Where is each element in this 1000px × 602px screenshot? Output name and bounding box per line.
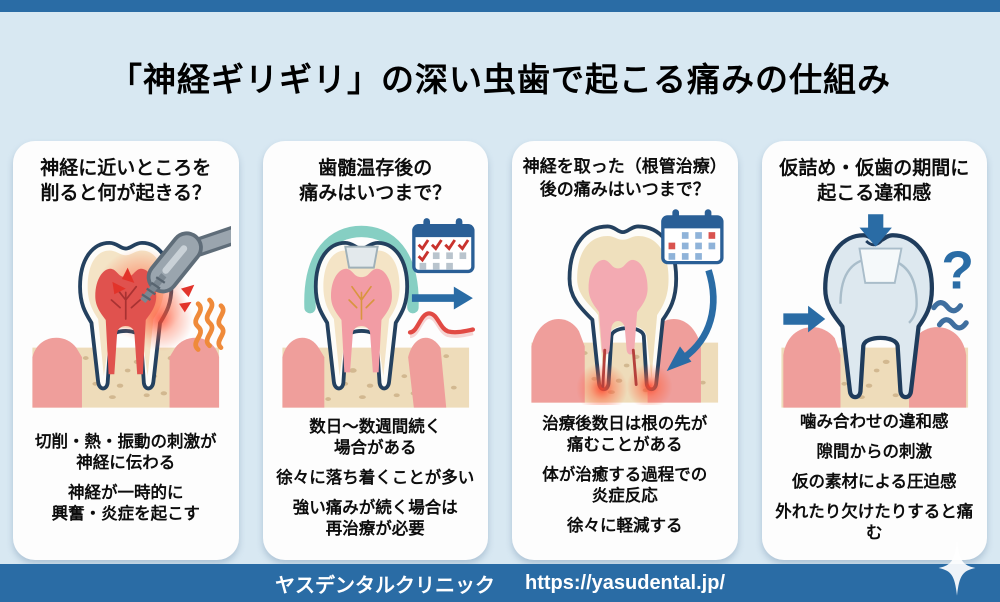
panel3-notes: 治療後数日は根の先が 痛むことがある 体が治癒する過程での 炎症反応 徐々に軽減… xyxy=(520,405,730,550)
pressure-arrow-icon xyxy=(782,214,892,333)
note: 神経が一時的に 興奮・炎症を起こす xyxy=(51,483,200,523)
gum-left xyxy=(531,319,585,403)
panel4-illustration: ? xyxy=(780,214,974,408)
panel2-notes: 数日〜数週間続く 場合がある 徐々に落ち着くことが多い 強い痛みが続く場合は 再… xyxy=(271,410,481,550)
panel1-illustration xyxy=(32,226,231,408)
panel-drilling-near-nerve: 神経に近いところを 削ると何が起きる？ xyxy=(13,141,239,561)
clinic-name: ヤスデンタルクリニック xyxy=(274,574,495,597)
note: 数日〜数週間続く 場合がある xyxy=(309,417,442,457)
temporary-tooth-icon xyxy=(822,233,934,400)
note: 強い痛みが続く場合は 再治療が必要 xyxy=(292,498,458,538)
tooth-root-inflammation-icon xyxy=(567,224,679,406)
page-title: 「神経ギリギリ」の深い虫歯で起こる痛みの仕組み xyxy=(109,60,891,98)
pain-spark-icon xyxy=(112,267,195,313)
gum-right xyxy=(169,338,220,408)
gum-right xyxy=(908,327,966,408)
panel4-title: 仮詰め・仮歯の期間に 起こる違和感 xyxy=(779,158,970,205)
panels: 神経に近いところを 削ると何が起きる？ xyxy=(0,141,1000,561)
gum-left xyxy=(281,338,324,408)
heat-wave-icon xyxy=(193,297,226,353)
note: 徐々に軽減する xyxy=(567,517,683,536)
panel3-title: 神経を取った（根管治療） 後の痛みはいつまで？ xyxy=(522,157,727,199)
note: 徐々に落ち着くことが多い xyxy=(276,468,475,487)
panel1-title: 神経に近いところを 削ると何が起きる？ xyxy=(40,158,212,205)
panel4-notes: 噛み合わせの違和感 隙間からの刺激 仮の素材による圧迫感 外れたり欠けたりすると… xyxy=(770,410,980,550)
note: 切削・熱・振動の刺激が 神経に伝わる xyxy=(35,432,217,472)
gum-left xyxy=(32,338,82,408)
note: 仮の素材による圧迫感 xyxy=(791,473,957,492)
footer-bar: ヤスデンタルクリニック https://yasudental.jp/ xyxy=(0,540,1000,602)
panel3-illustration xyxy=(531,209,724,406)
clinic-url: https://yasudental.jp/ xyxy=(524,571,726,594)
calendar-checked-icon xyxy=(411,218,475,274)
dental-drill-icon xyxy=(140,226,231,304)
note: 隙間からの刺激 xyxy=(816,443,933,462)
squiggle-icon xyxy=(930,300,969,331)
gum-left xyxy=(782,327,840,408)
panel1-notes: 切削・熱・振動の刺激が 神経に伝わる 神経が一時的に 興奮・炎症を起こす xyxy=(21,410,231,550)
tooth-with-filling-icon xyxy=(303,226,419,391)
gum-right xyxy=(407,338,446,408)
calendar-icon xyxy=(661,209,724,265)
arrow-right-icon xyxy=(411,287,473,310)
note: 体が治癒する過程での 炎症反応 xyxy=(542,466,708,506)
panel2-illustration xyxy=(281,218,475,408)
sparkle-icon xyxy=(938,540,976,596)
panel-after-root-canal: 神経を取った（根管治療） 後の痛みはいつまで？ xyxy=(512,141,738,561)
curved-arrow-down-icon xyxy=(666,269,717,372)
note: 噛み合わせの違和感 xyxy=(800,413,949,432)
question-mark-icon: ? xyxy=(941,242,974,301)
note: 治療後数日は根の先が 痛むことがある xyxy=(542,414,708,454)
note: 外れたり欠けたりすると痛む xyxy=(775,503,974,543)
panel-temporary-filling: 仮詰め・仮歯の期間に 起こる違和感 ? 噛み合わせの違和感 xyxy=(761,141,987,561)
panel-after-pulp-preservation: 歯髄温存後の 痛みはいつまで？ xyxy=(262,141,488,561)
pain-curve-icon xyxy=(407,311,475,339)
panel2-title: 歯髄温存後の 痛みはいつまで？ xyxy=(299,158,452,205)
top-accent-bar xyxy=(0,0,1000,12)
